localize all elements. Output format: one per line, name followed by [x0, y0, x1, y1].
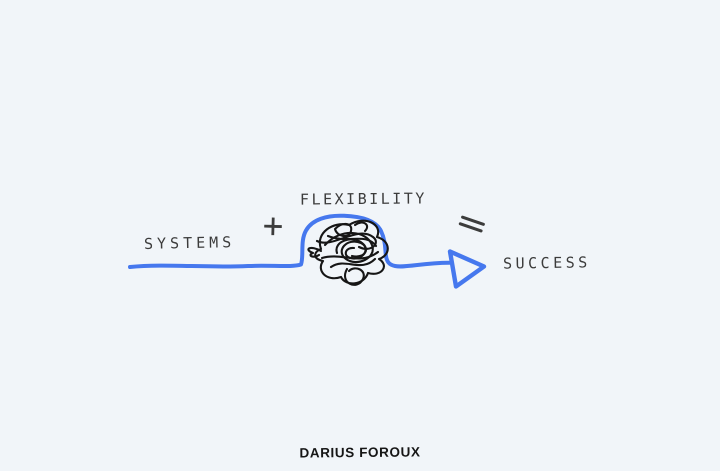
systems-label: SYSTEMS: [143, 233, 236, 253]
flow-line: [128, 213, 451, 269]
success-label: SUCCESS: [502, 253, 591, 273]
signature: DARIUS FOROUX: [299, 444, 421, 461]
flexibility-label: FLEXIBILITY: [299, 189, 427, 209]
arrowhead-icon: [447, 249, 487, 289]
scribble-tangle-icon: [307, 219, 389, 286]
plus-operator: +: [262, 205, 284, 247]
